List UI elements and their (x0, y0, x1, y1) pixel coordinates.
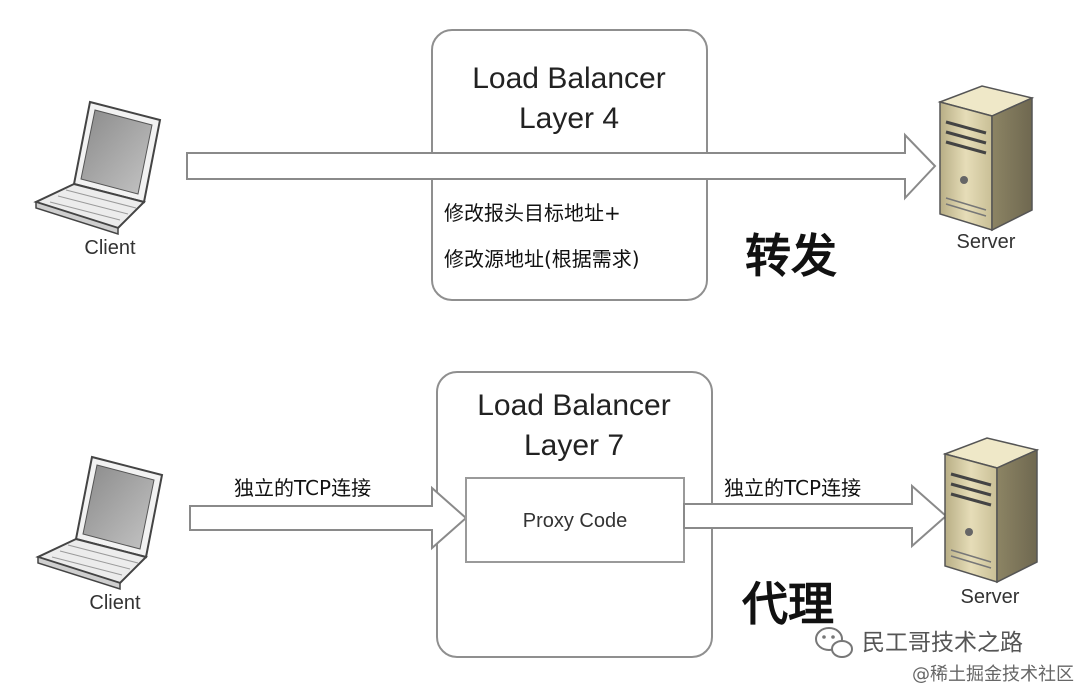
layer4-section: Load Balancer Layer 4 修改报头目标地址+ 修改源地址(根据… (33, 29, 1035, 301)
layer7-client-label: Client (89, 592, 141, 614)
layer7-server-arrow (683, 483, 948, 549)
proxy-code-box (465, 477, 685, 563)
layer4-title-line2: Layer 4 (519, 102, 619, 135)
laptop-icon (35, 455, 164, 591)
watermark-platform: @稀土掘金技术社区 (912, 664, 1074, 685)
layer7-client-arrow (189, 485, 468, 551)
layer7-server-label: Server (961, 586, 1020, 608)
layer4-server-label: Server (957, 231, 1016, 253)
layer7-section: Load Balancer Layer 7 Proxy Code 独立的TCP连… (35, 371, 1040, 658)
layer4-client-label: Client (84, 237, 136, 259)
layer7-tcp-left-label: 独立的TCP连接 (234, 476, 371, 500)
server-icon (937, 85, 1035, 232)
server-icon (942, 437, 1040, 584)
layer7-mode-label: 代理 (741, 577, 834, 631)
layer4-forward-arrow (186, 132, 937, 201)
layer7-tcp-right-label: 独立的TCP连接 (724, 476, 861, 500)
proxy-code-label: Proxy Code (523, 510, 628, 532)
layer4-note-line1: 修改报头目标地址+ (444, 201, 621, 225)
laptop-icon (33, 100, 162, 236)
wechat-icon (815, 627, 853, 658)
layer7-title-line1: Load Balancer (477, 389, 670, 422)
layer4-mode-label: 转发 (745, 229, 837, 283)
layer4-note-line2: 修改源地址(根据需求) (444, 247, 640, 271)
watermark: 民工哥技术之路 @稀土掘金技术社区 (815, 627, 1074, 685)
watermark-account: 民工哥技术之路 (862, 630, 1023, 656)
layer7-title-line2: Layer 7 (524, 429, 624, 462)
layer4-title-line1: Load Balancer (472, 62, 665, 95)
